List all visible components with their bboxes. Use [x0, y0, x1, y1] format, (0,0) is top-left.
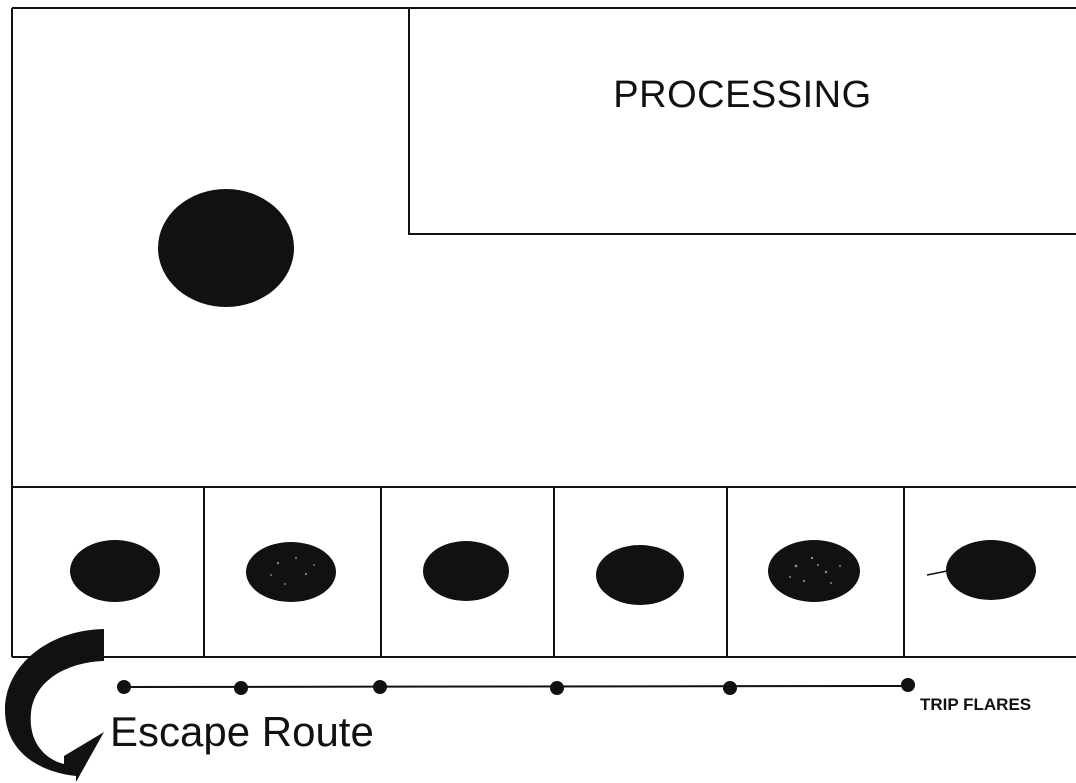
- speckle-texture: [270, 556, 315, 585]
- cell-1-marker: [70, 540, 160, 602]
- cell-markers: [70, 540, 1036, 605]
- cell-2-marker: [246, 542, 336, 602]
- trip-flare-point: [117, 680, 131, 694]
- trip-flare-points: [117, 678, 915, 695]
- trip-flares-label: TRIP FLARES: [920, 695, 1032, 714]
- main-position-marker: [158, 189, 294, 307]
- trip-flare-point: [901, 678, 915, 692]
- trip-flare-point: [234, 681, 248, 695]
- cell-6-marker-tick: [926, 570, 948, 576]
- escape-route-arrow: [5, 629, 104, 782]
- trip-flare-point: [373, 680, 387, 694]
- escape-route-label: Escape Route: [110, 708, 374, 755]
- cell-6-marker: [946, 540, 1036, 600]
- trip-flare-line: [123, 685, 909, 688]
- processing-label: PROCESSING: [613, 74, 872, 116]
- processing-area: [408, 8, 1076, 235]
- trip-flare-point: [723, 681, 737, 695]
- cell-5-marker: [768, 540, 860, 602]
- cell-dividers: [203, 487, 905, 657]
- outer-boundary: [11, 7, 1076, 658]
- cell-3-marker: [423, 541, 509, 601]
- cell-4-marker: [596, 545, 684, 605]
- trip-flare-point: [550, 681, 564, 695]
- speckle-texture: [789, 556, 841, 584]
